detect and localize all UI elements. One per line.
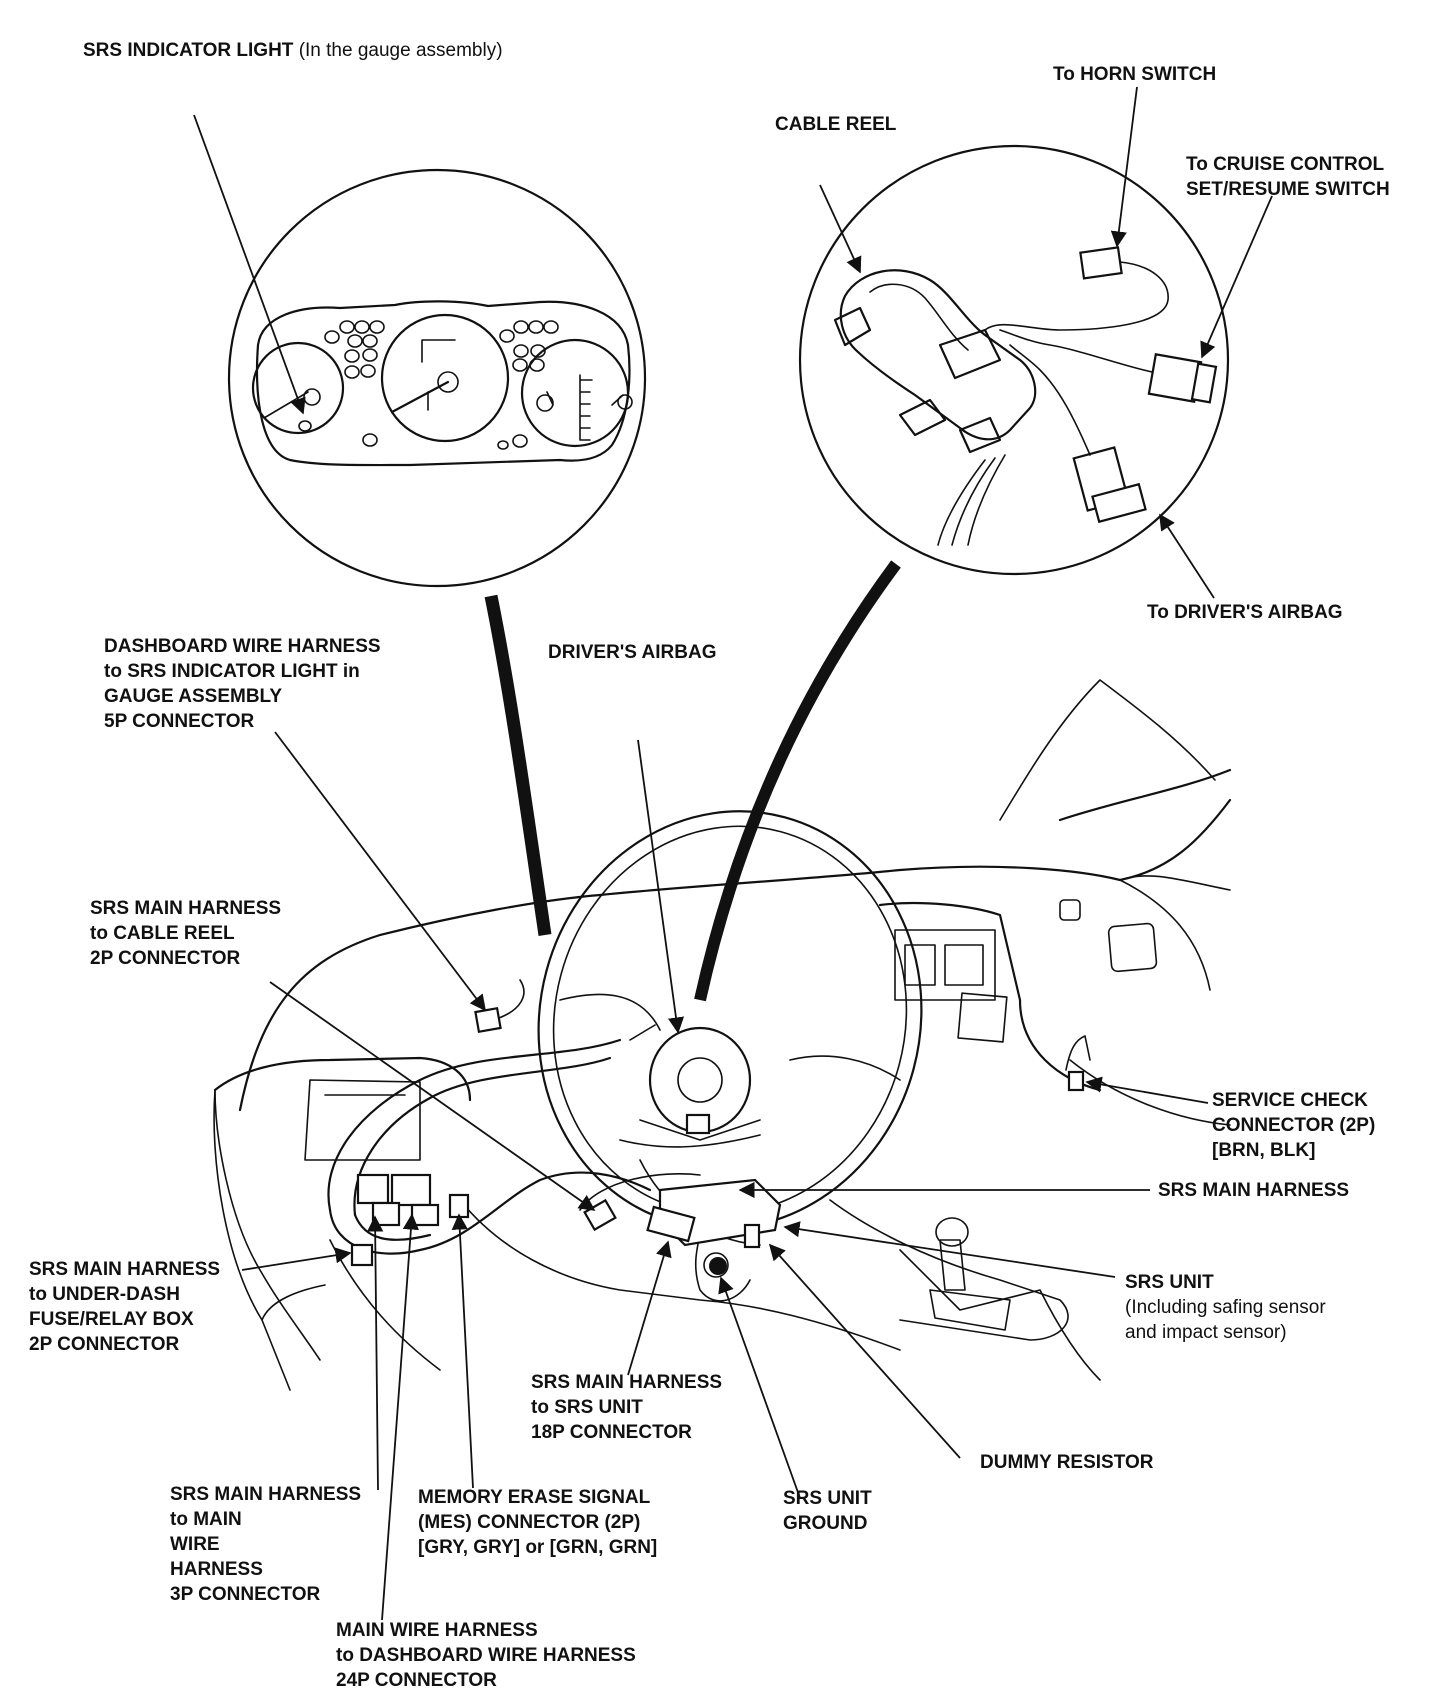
dashboard-drawing: [213, 679, 1232, 1391]
to-drivers-airbag-text: To DRIVER'S AIRBAG: [1147, 602, 1343, 623]
srs-main-3p-line-2: to MAIN: [170, 1509, 242, 1530]
cruise-control-line-1: To CRUISE CONTROL: [1186, 154, 1385, 175]
label-srs-main-fuse-relay: SRS MAIN HARNESS to UNDER-DASH FUSE/RELA…: [29, 1257, 220, 1357]
mes-connector-line-1: MEMORY ERASE SIGNAL: [418, 1487, 651, 1508]
srs-indicator-light-text: SRS INDICATOR LIGHT (In the gauge assemb…: [83, 38, 503, 63]
srs-main-cable-reel-line-3: 2P CONNECTOR: [90, 948, 241, 969]
srs-main-3p-line-3: WIRE: [170, 1534, 220, 1555]
dashboard-harness-line-3: GAUGE ASSEMBLY: [104, 686, 283, 707]
label-srs-main-18p: SRS MAIN HARNESS to SRS UNIT 18P CONNECT…: [531, 1370, 722, 1445]
srs-unit-note-line-1: (Including safing sensor: [1125, 1297, 1326, 1318]
label-mes-connector: MEMORY ERASE SIGNAL (MES) CONNECTOR (2P)…: [418, 1485, 657, 1560]
srs-main-fuse-line-1: SRS MAIN HARNESS: [29, 1259, 221, 1280]
label-cable-reel: CABLE REEL: [775, 112, 896, 137]
srs-main-cable-reel-line-1: SRS MAIN HARNESS: [90, 898, 282, 919]
mes-connector-line-2: (MES) CONNECTOR (2P): [418, 1512, 641, 1533]
main-wire-24p-line-2: to DASHBOARD WIRE HARNESS: [336, 1645, 636, 1666]
srs-main-fuse-line-3: FUSE/RELAY BOX: [29, 1309, 194, 1330]
gauge-assembly-detail: [227, 168, 647, 588]
cable-reel-text: CABLE REEL: [775, 114, 897, 135]
srs-unit-title: SRS UNIT: [1125, 1272, 1214, 1293]
label-service-check: SERVICE CHECK CONNECTOR (2P) [BRN, BLK]: [1212, 1088, 1375, 1163]
horn-switch-text: To HORN SWITCH: [1053, 64, 1217, 85]
label-srs-main-harness: SRS MAIN HARNESS: [1158, 1178, 1349, 1203]
srs-indicator-light-title: SRS INDICATOR LIGHT: [83, 40, 294, 61]
srs-unit-ground-line-2: GROUND: [783, 1513, 868, 1534]
srs-indicator-light-note: (In the gauge assembly): [298, 40, 503, 61]
drivers-airbag-text: DRIVER'S AIRBAG: [548, 642, 717, 663]
label-drivers-airbag: DRIVER'S AIRBAG: [548, 640, 717, 665]
srs-main-fuse-line-4: 2P CONNECTOR: [29, 1334, 180, 1355]
cruise-control-line-2: SET/RESUME SWITCH: [1186, 179, 1390, 200]
label-cruise-control: To CRUISE CONTROL SET/RESUME SWITCH: [1186, 152, 1390, 202]
srs-main-18p-line-3: 18P CONNECTOR: [531, 1422, 692, 1443]
label-to-drivers-airbag: To DRIVER'S AIRBAG: [1147, 600, 1343, 625]
main-wire-24p-line-3: 24P CONNECTOR: [336, 1670, 497, 1691]
leader-lines: [193, 86, 1273, 1621]
srs-main-18p-line-2: to SRS UNIT: [531, 1397, 643, 1418]
srs-main-18p-line-1: SRS MAIN HARNESS: [531, 1372, 723, 1393]
srs-main-3p-line-4: HARNESS: [170, 1559, 263, 1580]
main-wire-24p-line-1: MAIN WIRE HARNESS: [336, 1620, 538, 1641]
srs-main-3p-line-5: 3P CONNECTOR: [170, 1584, 321, 1605]
label-srs-main-3p: SRS MAIN HARNESS to MAIN WIRE HARNESS 3P…: [170, 1482, 361, 1607]
label-horn-switch: To HORN SWITCH: [1053, 62, 1216, 87]
mes-connector-line-3: [GRY, GRY] or [GRN, GRN]: [418, 1537, 658, 1558]
dashboard-harness-line-2: to SRS INDICATOR LIGHT in: [104, 661, 360, 682]
service-check-line-3: [BRN, BLK]: [1212, 1140, 1316, 1161]
srs-unit-note-line-2: and impact sensor): [1125, 1322, 1287, 1343]
dashboard-harness-line-1: DASHBOARD WIRE HARNESS: [104, 636, 381, 657]
label-srs-unit-ground: SRS UNIT GROUND: [783, 1486, 872, 1536]
srs-main-3p-line-1: SRS MAIN HARNESS: [170, 1484, 362, 1505]
cable-reel-detail: [798, 144, 1230, 576]
label-srs-unit: SRS UNIT (Including safing sensor and im…: [1125, 1270, 1326, 1345]
dashboard-harness-line-4: 5P CONNECTOR: [104, 711, 255, 732]
label-srs-indicator-light: SRS INDICATOR LIGHT (In the gauge assemb…: [83, 38, 503, 63]
service-check-line-1: SERVICE CHECK: [1212, 1090, 1368, 1111]
label-dashboard-harness: DASHBOARD WIRE HARNESS to SRS INDICATOR …: [104, 634, 381, 734]
service-check-line-2: CONNECTOR (2P): [1212, 1115, 1376, 1136]
label-main-wire-24p: MAIN WIRE HARNESS to DASHBOARD WIRE HARN…: [336, 1618, 636, 1693]
srs-main-harness-text: SRS MAIN HARNESS: [1158, 1180, 1350, 1201]
srs-main-cable-reel-line-2: to CABLE REEL: [90, 923, 235, 944]
srs-unit-ground-line-1: SRS UNIT: [783, 1488, 872, 1509]
srs-main-fuse-line-2: to UNDER-DASH: [29, 1284, 180, 1305]
label-dummy-resistor: DUMMY RESISTOR: [980, 1450, 1154, 1475]
dummy-resistor-text: DUMMY RESISTOR: [980, 1452, 1154, 1473]
label-srs-main-cable-reel: SRS MAIN HARNESS to CABLE REEL 2P CONNEC…: [90, 896, 281, 971]
